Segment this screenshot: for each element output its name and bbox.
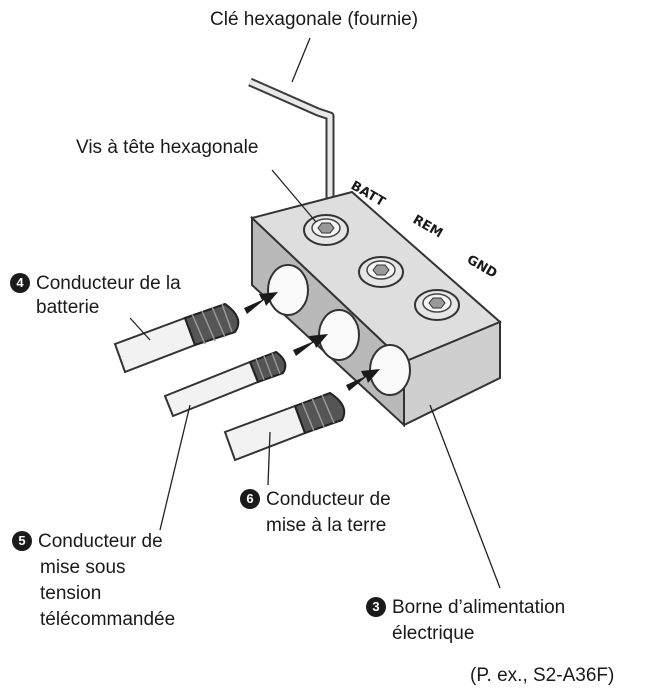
ground-wire: [223, 391, 346, 462]
hex-key: [248, 77, 335, 220]
remote-conductor-label: 5 Conducteur de: [12, 530, 163, 554]
step-3-badge: 3: [366, 597, 386, 617]
screw-batt: [303, 214, 349, 246]
remote-line4-label: télécommandée: [40, 609, 176, 630]
insert-arrows: [244, 292, 380, 391]
remote-line2-label: mise sous: [40, 557, 126, 578]
step-6-badge: 6: [240, 489, 260, 509]
step-5-badge: 5: [12, 531, 32, 551]
hex-screw-label: Vis à tête hexagonale: [76, 137, 259, 158]
screw-rem: [358, 256, 404, 288]
terminal-label: 3 Borne d’alimentation: [366, 596, 565, 620]
remote-line3-label: tension: [40, 583, 102, 604]
rem-mark: REM: [410, 212, 445, 241]
screw-gnd: [414, 289, 460, 321]
leader-lines: [129, 169, 501, 589]
gnd-mark: GND: [464, 252, 500, 281]
battery-line1: Conducteur de la: [36, 273, 181, 294]
remote-wire: [163, 350, 287, 418]
hex-key-label: Clé hexagonale (fournie): [210, 9, 419, 30]
example-model-label: (P. ex., S2-A36F): [470, 665, 615, 686]
step-4-badge: 4: [10, 273, 30, 293]
remote-line1: Conducteur de: [38, 531, 163, 552]
battery-conductor-label: 4 Conducteur de la: [10, 272, 181, 296]
ground-conductor-label: 6 Conducteur de: [240, 488, 391, 512]
ground-line2-label: mise à la terre: [266, 515, 387, 536]
terminal-line2-label: électrique: [392, 623, 475, 644]
terminal-holes: [267, 264, 411, 396]
ground-line1: Conducteur de: [266, 489, 391, 510]
terminal-line1: Borne d’alimentation: [392, 597, 566, 618]
battery-line2-label: batterie: [36, 297, 100, 318]
hex-key-leader: [291, 37, 311, 83]
battery-wire: [113, 302, 240, 374]
